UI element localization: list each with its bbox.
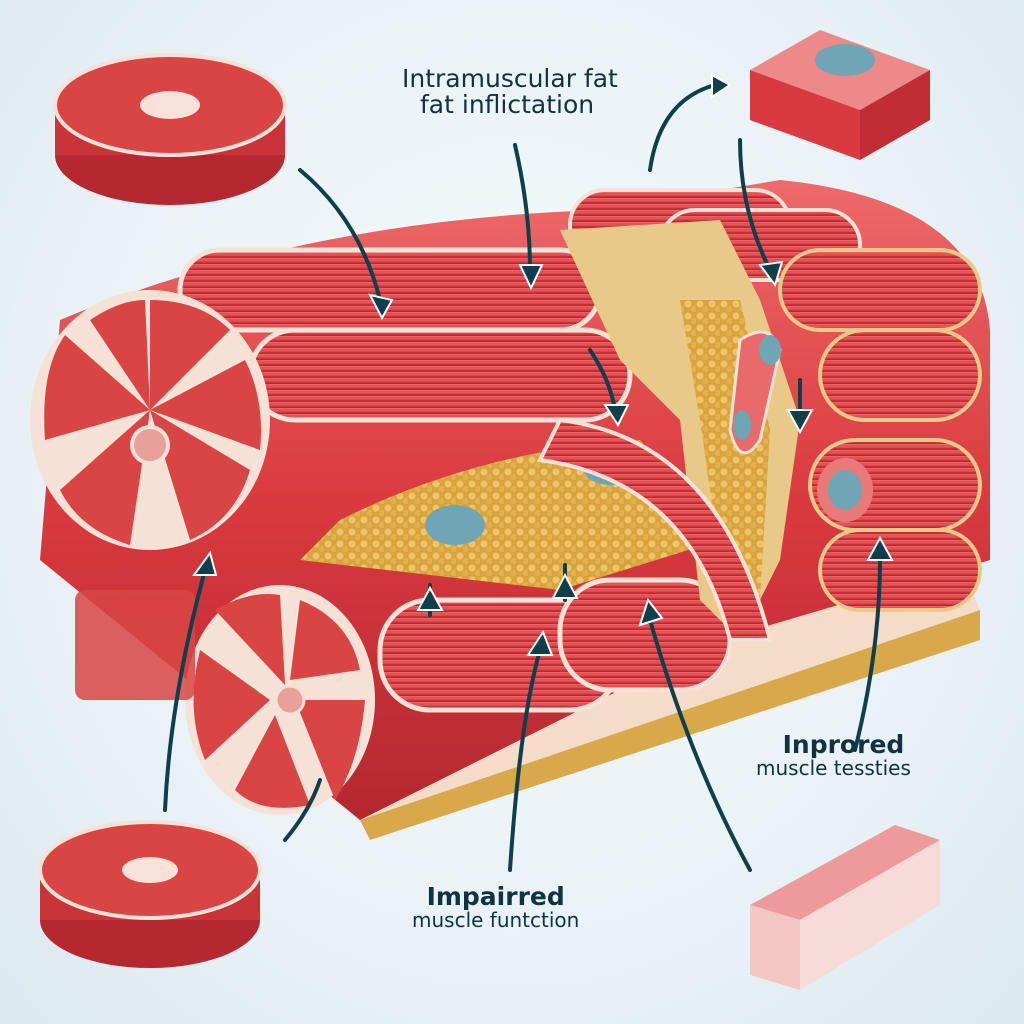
arrow-icon xyxy=(648,83,717,172)
label-impaired-function: Impairred muscle funtction xyxy=(412,882,580,933)
arrow-icon xyxy=(163,568,207,812)
cross-section-face-lower xyxy=(75,585,375,815)
label-improved-muscle: Inprored muscle tessties xyxy=(756,730,911,781)
arrow-icon xyxy=(298,168,382,302)
inset-disc-bottom-left xyxy=(38,820,262,968)
label-line: muscle funtction xyxy=(412,908,580,933)
label-line: Impairred xyxy=(426,882,565,911)
label-line: Intramuscular fat xyxy=(402,64,618,93)
label-intramuscular-fat: Intramuscular fat fat inflictation xyxy=(402,64,618,120)
cross-section-face-upper xyxy=(30,290,270,550)
arrow-icon xyxy=(283,778,322,842)
arrow-icon xyxy=(738,138,772,272)
inset-block-pale-bottom-right xyxy=(750,825,940,990)
label-line: muscle tessties xyxy=(756,756,911,781)
fat-infiltration-region xyxy=(300,220,873,642)
arrowheads xyxy=(192,73,894,656)
fat-deposit xyxy=(425,505,485,545)
label-line: Inprored xyxy=(782,730,905,759)
inset-block-fat-top-right xyxy=(750,30,930,160)
arrow-icon xyxy=(648,618,752,872)
annotation-arrows xyxy=(163,83,882,872)
arrow-icon xyxy=(853,558,882,752)
inset-disc-top-left xyxy=(53,53,287,205)
label-line: fat inflictation xyxy=(420,90,595,120)
arrow-icon xyxy=(508,648,542,872)
arrow-icon xyxy=(513,143,532,272)
